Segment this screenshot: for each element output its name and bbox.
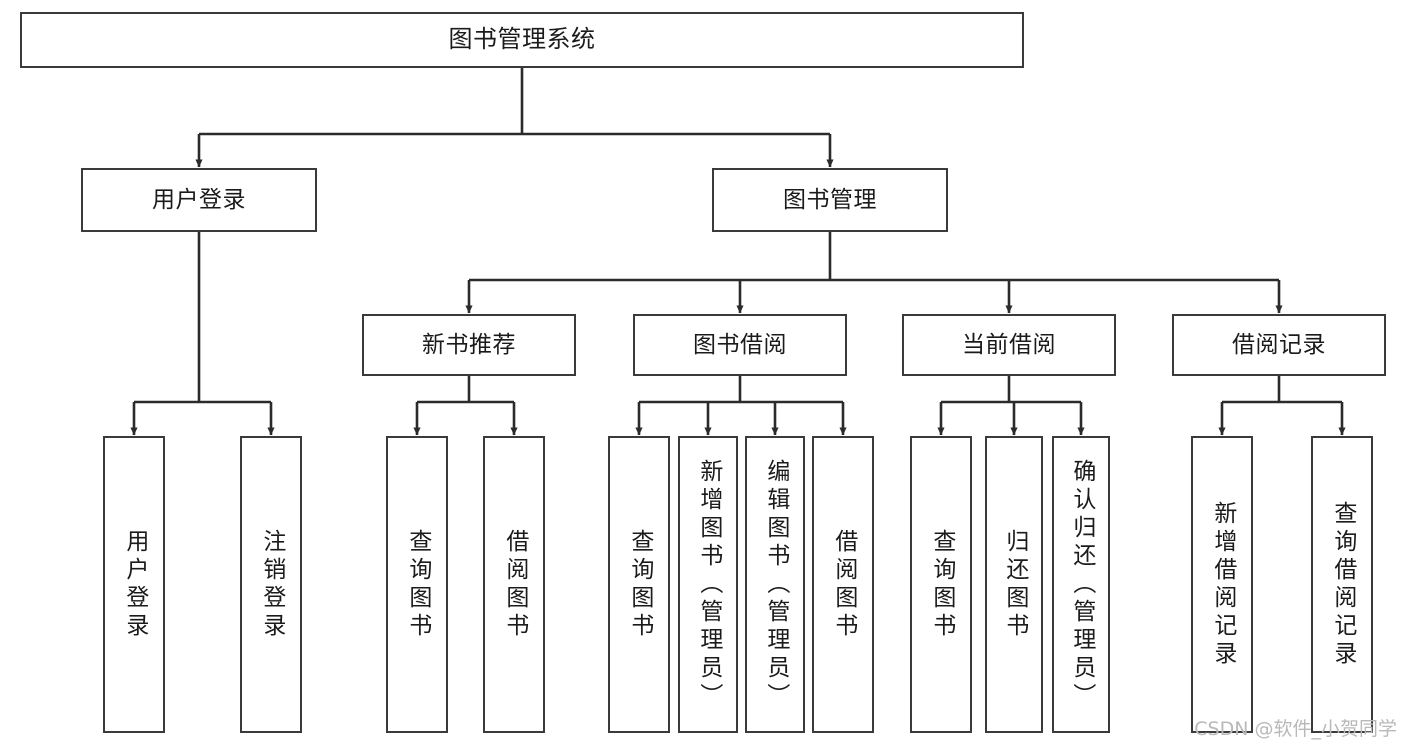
node-label: 用户登录 [121,528,148,641]
node-leaf-query-record[interactable]: 查询借阅记录 [1311,436,1373,733]
node-label: 查询图书 [404,528,431,641]
node-label: 借阅图书 [501,528,528,641]
node-leaf-user-login[interactable]: 用户登录 [103,436,165,733]
node-leaf-query-book-1[interactable]: 查询图书 [386,436,448,733]
node-label: 查询图书 [928,528,955,641]
node-label: 归还图书 [1001,528,1028,641]
node-root[interactable]: 图书管理系统 [20,12,1024,68]
node-leaf-query-book-2[interactable]: 查询图书 [608,436,670,733]
node-label: 图书借阅 [693,331,787,358]
node-label: 借阅图书 [830,528,857,641]
node-book-mgmt[interactable]: 图书管理 [712,168,948,232]
node-label: 查询图书 [626,528,653,641]
node-label: 图书管理系统 [448,25,596,54]
node-leaf-borrow-book-1[interactable]: 借阅图书 [483,436,545,733]
node-leaf-confirm-ret[interactable]: 确认归还（管理员） [1052,436,1110,733]
node-label: 确认归还（管理员） [1068,458,1095,711]
node-leaf-borrow-book-2[interactable]: 借阅图书 [812,436,874,733]
node-label: 图书管理 [783,186,877,213]
node-leaf-add-book[interactable]: 新增图书（管理员） [678,436,738,733]
node-label: 用户登录 [152,186,246,213]
node-label: 编辑图书（管理员） [762,458,789,711]
watermark-text: CSDN @软件_小贺同学 [1194,718,1397,740]
node-label: 当前借阅 [962,331,1056,358]
node-leaf-user-logout[interactable]: 注销登录 [240,436,302,733]
node-leaf-return-book[interactable]: 归还图书 [985,436,1043,733]
node-label: 借阅记录 [1232,331,1326,358]
node-leaf-query-book-3[interactable]: 查询图书 [910,436,972,733]
node-label: 新书推荐 [422,331,516,358]
node-current-borrow[interactable]: 当前借阅 [902,314,1116,376]
node-label: 新增图书（管理员） [695,458,722,711]
node-new-book-rec[interactable]: 新书推荐 [362,314,576,376]
node-book-borrow[interactable]: 图书借阅 [633,314,847,376]
node-leaf-add-record[interactable]: 新增借阅记录 [1191,436,1253,733]
node-borrow-record[interactable]: 借阅记录 [1172,314,1386,376]
node-user-login[interactable]: 用户登录 [81,168,317,232]
node-label: 注销登录 [258,528,285,641]
node-leaf-edit-book[interactable]: 编辑图书（管理员） [745,436,805,733]
node-label: 查询借阅记录 [1329,500,1356,669]
node-label: 新增借阅记录 [1209,500,1236,669]
